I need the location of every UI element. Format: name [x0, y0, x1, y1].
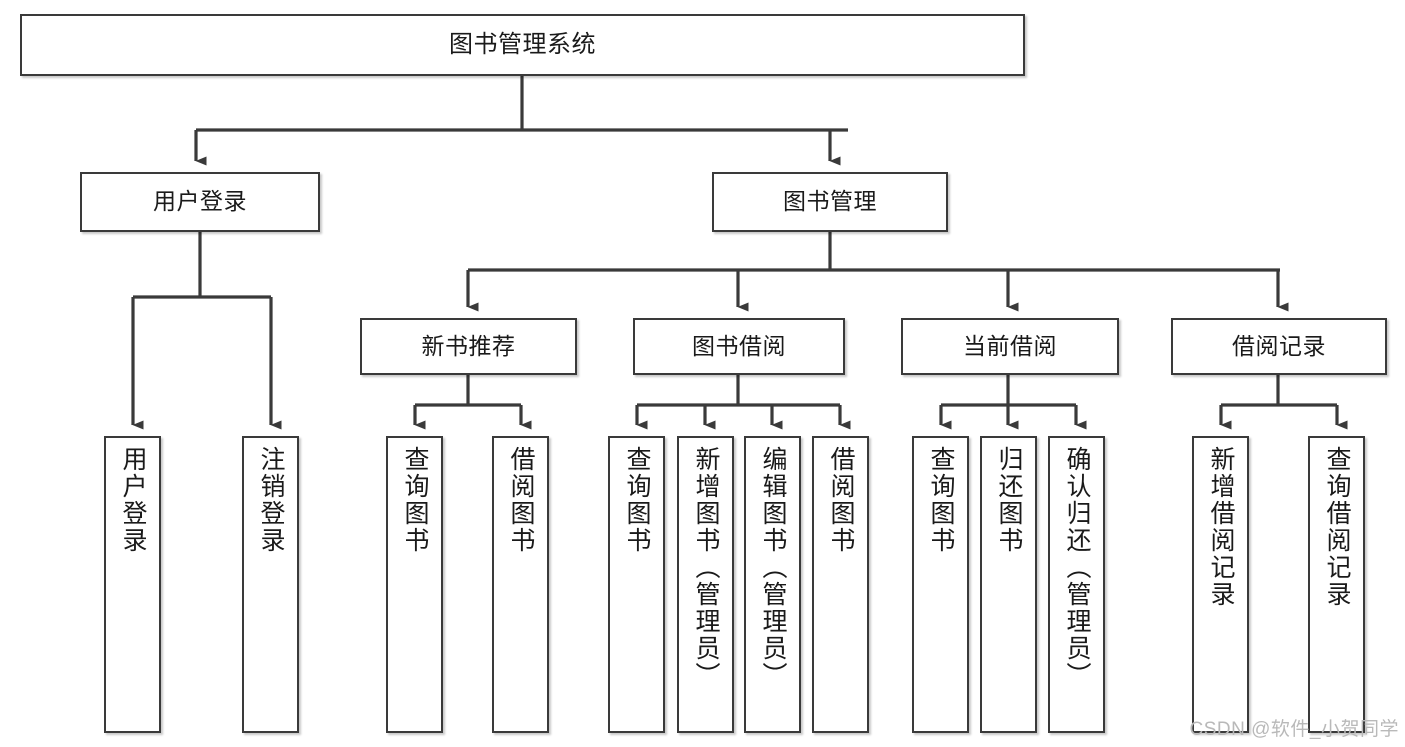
node-book-borrow[interactable]: 图书借阅 [633, 318, 845, 375]
node-new-book-rec[interactable]: 新书推荐 [360, 318, 577, 375]
node-current-borrow[interactable]: 当前借阅 [901, 318, 1119, 375]
node-leaf-borrow-do-label: 借阅图书 [827, 446, 855, 554]
node-leaf-borrow-add-label: 新增图书（管理员） [692, 446, 720, 689]
node-user-login-label: 用户登录 [153, 188, 247, 215]
node-borrow-record[interactable]: 借阅记录 [1171, 318, 1387, 375]
node-leaf-borrow-do[interactable]: 借阅图书 [812, 436, 869, 733]
node-leaf-rec-search[interactable]: 查询借阅记录 [1308, 436, 1365, 733]
node-root-label: 图书管理系统 [449, 30, 596, 58]
node-leaf-user-logout[interactable]: 注销登录 [242, 436, 299, 733]
node-leaf-rec-add-label: 新增借阅记录 [1207, 446, 1235, 608]
node-leaf-borrow-query-label: 查询图书 [623, 446, 651, 554]
node-leaf-borrow-query[interactable]: 查询图书 [608, 436, 665, 733]
node-leaf-user-login[interactable]: 用户登录 [104, 436, 161, 733]
node-book-mgmt[interactable]: 图书管理 [712, 172, 948, 232]
node-borrow-record-label: 借阅记录 [1232, 332, 1326, 359]
node-root[interactable]: 图书管理系统 [20, 14, 1025, 76]
node-leaf-rec-query-label: 查询图书 [401, 446, 429, 554]
node-new-book-rec-label: 新书推荐 [421, 332, 516, 359]
node-leaf-user-logout-label: 注销登录 [257, 446, 285, 554]
node-leaf-rec-borrow-label: 借阅图书 [507, 446, 535, 554]
node-leaf-cur-confirm-label: 确认归还（管理员） [1063, 446, 1091, 689]
node-leaf-borrow-edit[interactable]: 编辑图书（管理员） [744, 436, 801, 733]
node-book-borrow-label: 图书借阅 [692, 332, 786, 359]
node-leaf-cur-return[interactable]: 归还图书 [980, 436, 1037, 733]
node-leaf-rec-borrow[interactable]: 借阅图书 [492, 436, 549, 733]
node-leaf-cur-return-label: 归还图书 [995, 446, 1023, 554]
node-leaf-cur-query-label: 查询图书 [927, 446, 955, 554]
node-leaf-cur-query[interactable]: 查询图书 [912, 436, 969, 733]
node-leaf-rec-query[interactable]: 查询图书 [386, 436, 443, 733]
csdn-watermark: CSDN @软件_小贺同学 [1189, 719, 1399, 740]
node-leaf-rec-search-label: 查询借阅记录 [1323, 446, 1351, 608]
node-leaf-cur-confirm[interactable]: 确认归还（管理员） [1048, 436, 1105, 733]
node-leaf-borrow-add[interactable]: 新增图书（管理员） [677, 436, 734, 733]
node-leaf-borrow-edit-label: 编辑图书（管理员） [759, 446, 787, 689]
node-book-mgmt-label: 图书管理 [783, 188, 877, 215]
node-leaf-user-login-label: 用户登录 [119, 446, 147, 554]
node-leaf-rec-add[interactable]: 新增借阅记录 [1192, 436, 1249, 733]
node-current-borrow-label: 当前借阅 [963, 332, 1057, 359]
node-user-login[interactable]: 用户登录 [80, 172, 320, 232]
